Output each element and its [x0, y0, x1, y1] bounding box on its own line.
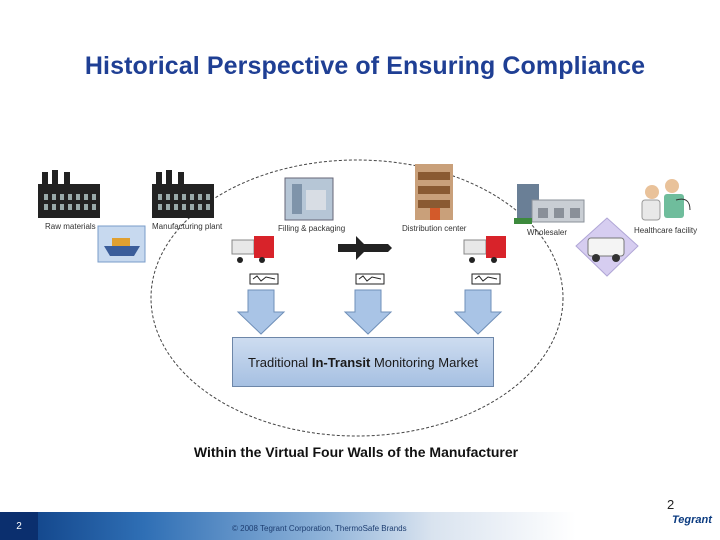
- footer-bar: [0, 512, 720, 540]
- down-arrow-icon: [453, 289, 503, 335]
- data-logger-icon: [355, 273, 385, 285]
- data-logger-icon: [249, 273, 279, 285]
- down-arrow-icon: [236, 289, 286, 335]
- page-number: 2: [667, 497, 675, 512]
- data-logger-icon: [471, 273, 501, 285]
- machinery-icon: [284, 177, 334, 221]
- truck-icon: [463, 236, 506, 263]
- monitoring-market-box: Traditional In-Transit Monitoring Market: [232, 337, 494, 387]
- warehouse-building-icon: [514, 184, 585, 224]
- node-label-healthcare: Healthcare facility: [634, 226, 698, 235]
- diagram-caption: Within the Virtual Four Walls of the Man…: [193, 444, 519, 460]
- van-icon: [575, 217, 639, 277]
- copyright-text: © 2008 Tegrant Corporation, ThermoSafe B…: [232, 524, 407, 533]
- down-arrow-icon: [343, 289, 393, 335]
- healthcare-icon: [641, 179, 691, 221]
- truck-icon: [231, 236, 274, 263]
- page-title: Historical Perspective of Ensuring Compl…: [84, 52, 646, 80]
- market-text-bold: In-Transit: [311, 354, 371, 370]
- tegrant-logo: Tegrant: [672, 514, 712, 526]
- airplane-icon: [338, 236, 392, 260]
- node-label-distribution: Distribution center: [402, 224, 467, 233]
- factory-icon: [38, 170, 100, 218]
- factory-icon: [152, 170, 214, 218]
- node-label-manufacturing: Manufacturing plant: [152, 222, 223, 231]
- warehouse-icon: [415, 164, 453, 220]
- node-label-raw: Raw materials: [45, 222, 96, 231]
- slide-number: 2: [0, 512, 38, 540]
- market-text-end: Monitoring Market: [373, 354, 479, 370]
- node-label-filling: Filling & packaging: [278, 224, 346, 233]
- node-label-wholesaler: Wholesaler: [527, 228, 568, 237]
- ship-icon: [97, 225, 146, 263]
- market-text-plain: Traditional: [247, 354, 309, 370]
- virtual-walls-ellipse: [150, 159, 564, 437]
